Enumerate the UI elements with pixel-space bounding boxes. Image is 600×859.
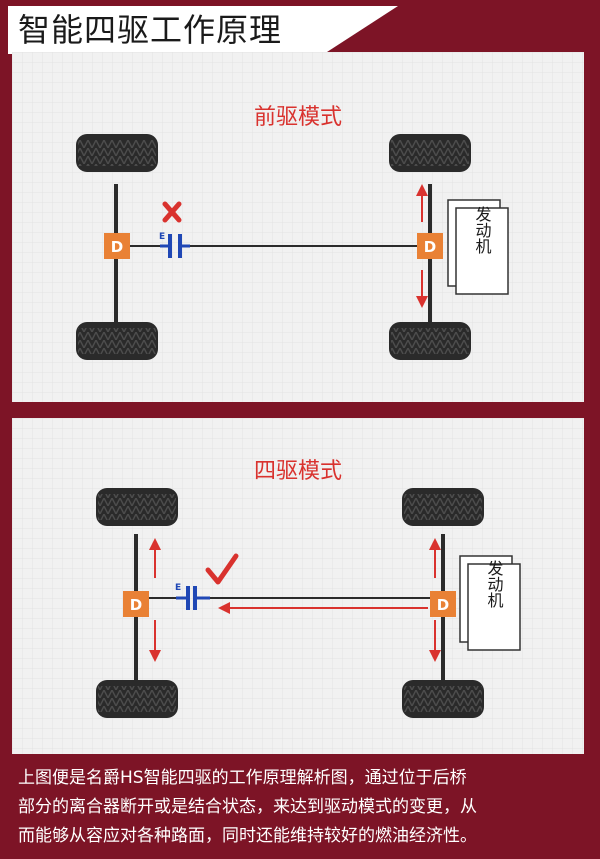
svg-text:D: D — [437, 596, 449, 614]
title-banner: 智能四驱工作原理 — [8, 6, 398, 54]
engine-label: 发动机 — [473, 206, 492, 255]
tire-top-right — [389, 134, 471, 172]
check-icon — [205, 553, 239, 585]
clutch-engaged: E — [175, 583, 210, 610]
caption-line: 部分的离合器断开或是结合状态，来达到驱动模式的变更，从 — [18, 797, 477, 817]
svg-text:D: D — [111, 238, 123, 256]
caption-line: 而能够从容应对各种路面，同时还能维持较好的燃油经济性。 — [18, 826, 477, 846]
svg-text:D: D — [424, 238, 436, 256]
cross-icon — [162, 201, 182, 223]
mode-title: 四驱模式 — [254, 459, 342, 484]
svg-text:E: E — [175, 583, 181, 593]
tire-top-right — [402, 488, 484, 526]
engine-box: 发动机 — [447, 199, 509, 295]
engine-box: 发动机 — [459, 555, 521, 651]
four-wheel-drive-diagram: 四驱模式 D D — [12, 418, 584, 754]
caption: 上图便是名爵HS智能四驱的工作原理解析图，通过位于后桥 部分的离合器断开或是结合… — [18, 764, 584, 851]
clutch-disengaged: E — [159, 232, 190, 258]
rear-differential: D — [104, 233, 130, 259]
tire-top-left — [96, 488, 178, 526]
page-title: 智能四驱工作原理 — [18, 11, 283, 49]
front-drive-diagram-svg: 前驱模式 D D — [12, 52, 584, 402]
caption-line: 上图便是名爵HS智能四驱的工作原理解析图，通过位于后桥 — [18, 768, 467, 788]
front-differential: D — [430, 591, 456, 617]
tire-bottom-left — [96, 680, 178, 718]
tire-bottom-left — [76, 322, 158, 360]
svg-text:E: E — [159, 232, 165, 242]
four-wheel-drive-diagram-svg: 四驱模式 D D — [12, 418, 584, 754]
front-differential: D — [417, 233, 443, 259]
mode-title: 前驱模式 — [254, 105, 342, 130]
engine-label: 发动机 — [485, 560, 504, 609]
tire-top-left — [76, 134, 158, 172]
tire-bottom-right — [402, 680, 484, 718]
tire-bottom-right — [389, 322, 471, 360]
svg-text:D: D — [130, 596, 142, 614]
rear-differential: D — [123, 591, 149, 617]
front-drive-diagram: 前驱模式 D D — [12, 52, 584, 402]
